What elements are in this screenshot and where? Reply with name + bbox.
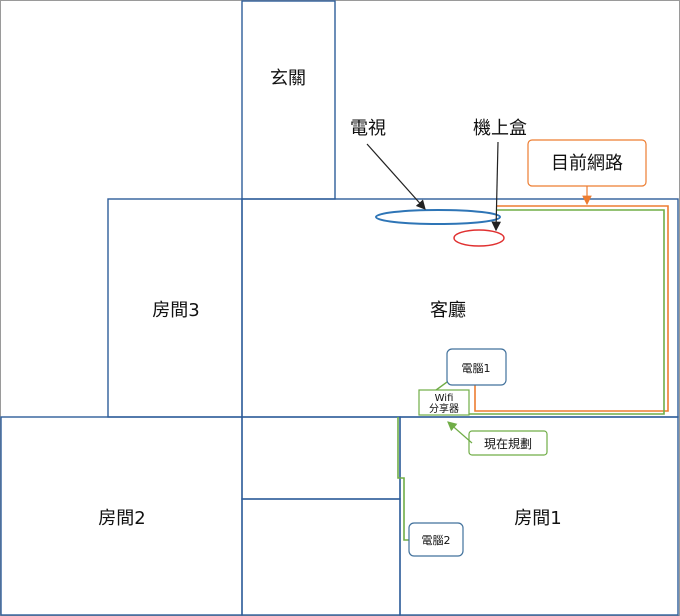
room2-label: 房間2	[98, 508, 145, 529]
room1-area	[399, 416, 679, 616]
living-room-label: 客廳	[430, 300, 466, 321]
wifi-router-box	[418, 389, 470, 416]
room1-label: 房間1	[514, 508, 561, 529]
hall-lower	[241, 498, 401, 616]
tv-arrow	[366, 143, 426, 210]
current-plan-route-room1	[397, 417, 409, 541]
current-network-label: 目前網路	[551, 153, 623, 174]
pc1-box	[446, 348, 507, 386]
entrance-label: 玄關	[270, 68, 306, 89]
hall-upper	[241, 416, 401, 500]
tv-ellipse	[375, 209, 501, 225]
stb-arrow	[491, 141, 501, 232]
current-plan-arrow	[447, 421, 473, 444]
pc1-label: 電腦1	[462, 361, 491, 375]
current-plan-callout	[468, 430, 548, 456]
room3-label: 房間3	[152, 300, 199, 321]
wifi-router-label-line1: Wifi	[435, 393, 454, 404]
pc2-label: 電腦2	[422, 533, 451, 547]
current-plan-route-living	[452, 209, 665, 415]
tv-label: 電視	[350, 118, 386, 139]
pc2-box	[408, 522, 464, 557]
stb-ellipse	[453, 229, 505, 247]
stb-label: 機上盒	[473, 118, 527, 139]
current-network-route	[474, 205, 669, 412]
entrance-room	[241, 0, 336, 200]
current-plan-label: 現在規劃	[484, 436, 532, 451]
wifi-router-label-line2: 分享器	[429, 402, 459, 415]
